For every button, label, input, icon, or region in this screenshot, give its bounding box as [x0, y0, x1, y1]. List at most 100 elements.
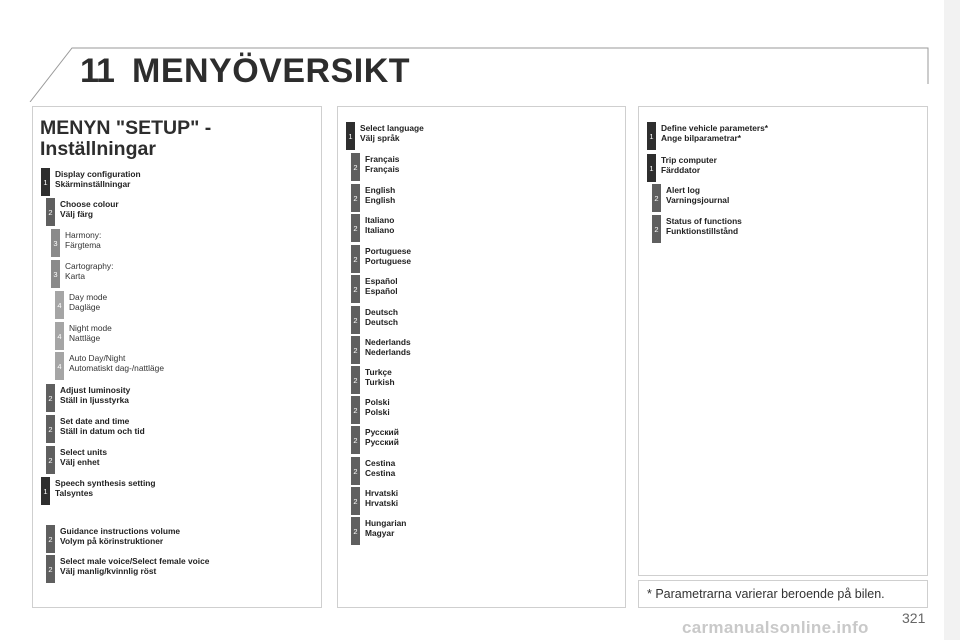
menu-item-label-en: Auto Day/Night: [69, 353, 126, 363]
level-badge: 3: [51, 229, 60, 257]
level-badge: 2: [46, 525, 55, 553]
menu-item-label-sv: Välj färg: [60, 209, 94, 219]
menu-item-label-sv: Español: [365, 286, 398, 296]
page-number: 321: [902, 610, 926, 626]
menu-item-label-sv: Deutsch: [365, 317, 399, 327]
watermark-text: carmanualsonline.info: [682, 618, 869, 637]
menu-item-label-en: Cestina: [365, 458, 396, 468]
panel-setup-display: [32, 106, 322, 608]
menu-item-label-sv: Cestina: [365, 468, 396, 478]
menu-item-label-en: Display configuration: [55, 169, 141, 179]
menu-item-label-en: Trip computer: [661, 155, 717, 165]
menu-item-text: Harmony:Färgtema: [65, 230, 101, 250]
menu-item-label-sv: Magyar: [365, 528, 395, 538]
menu-item-label-en: Select units: [60, 447, 108, 457]
menu-item-label-en: Français: [365, 154, 400, 164]
level-badge: 2: [46, 198, 55, 226]
menu-item-label-sv: Italiano: [365, 225, 395, 235]
menu-item-label-en: Portuguese: [365, 246, 412, 256]
menu-item-text: Cartography:Karta: [65, 261, 113, 281]
level-badge: 2: [652, 215, 661, 243]
menu-item-label-sv: Français: [365, 164, 400, 174]
menu-item-label-sv: Funktionstillstånd: [666, 226, 739, 236]
panel-language: [337, 106, 626, 608]
level-badge: 2: [351, 275, 360, 303]
level-badge: 2: [46, 384, 55, 412]
menu-item-label-en: Adjust luminosity: [60, 385, 131, 395]
level-badge: 4: [55, 352, 64, 380]
menu-item-label-en: Harmony:: [65, 230, 102, 240]
menu-item-label-sv: Karta: [65, 271, 86, 281]
header-band: [29, 47, 929, 102]
menu-item-label-en: Русский: [365, 427, 399, 437]
menu-item-label-en: Alert log: [666, 185, 700, 195]
level-badge: 4: [55, 322, 64, 350]
menu-item-label-sv: Talsyntes: [55, 488, 94, 498]
level-badge: 2: [351, 366, 360, 394]
level-badge: 2: [46, 555, 55, 583]
menu-item-label-sv: Dagläge: [69, 302, 101, 312]
level-badge: 2: [351, 426, 360, 454]
section-title-line1: MENYN "SETUP" -: [40, 117, 212, 139]
level-badge: 2: [351, 306, 360, 334]
menu-item-label-en: Set date and time: [60, 416, 130, 426]
level-badge: 1: [647, 154, 656, 182]
level-badge: 2: [351, 487, 360, 515]
menu-item-label-en: Guidance instructions volume: [60, 526, 181, 536]
menu-item-label-en: Select language: [360, 123, 424, 133]
menu-item-label-sv: Ställ in ljusstyrka: [60, 395, 129, 405]
level-badge: 1: [41, 168, 50, 196]
menu-item-label-sv: Portuguese: [365, 256, 412, 266]
menu-item-label-en: Define vehicle parameters*: [661, 123, 769, 133]
level-badge: 2: [351, 457, 360, 485]
menu-item-label-sv: Nederlands: [365, 347, 411, 357]
menu-item-label-en: Speech synthesis setting: [55, 478, 156, 488]
level-badge: 2: [351, 245, 360, 273]
menu-item-label-sv: English: [365, 195, 396, 205]
menu-item-label-sv: Skärminställningar: [55, 179, 131, 189]
menu-item-label-en: Status of functions: [666, 216, 742, 226]
level-badge: 2: [46, 446, 55, 474]
menu-item-label-en: Nederlands: [365, 337, 411, 347]
panel-vehicle: [638, 106, 928, 576]
level-badge: 2: [46, 415, 55, 443]
level-badge: 2: [351, 517, 360, 545]
level-badge: 3: [51, 260, 60, 288]
menu-item-label-en: Italiano: [365, 215, 395, 225]
menu-item-label-en: Hrvatski: [365, 488, 399, 498]
menu-item-label-sv: Ställ in datum och tid: [60, 426, 145, 436]
menu-item-label-sv: Turkish: [365, 377, 395, 387]
menu-item-label-en: Choose colour: [60, 199, 119, 209]
menu-item-label-sv: Volym på körinstruktioner: [60, 536, 164, 546]
menu-item-label-sv: Färgtema: [65, 240, 101, 250]
menu-item-label-sv: Hrvatski: [365, 498, 399, 508]
level-badge: 2: [351, 184, 360, 212]
menu-item-label-en: English: [365, 185, 396, 195]
menu-item-label-en: Day mode: [69, 292, 108, 302]
menu-item-label-sv: Färddator: [661, 165, 701, 175]
level-badge: 2: [351, 336, 360, 364]
menu-item-label-sv: Русский: [365, 437, 399, 447]
menu-item-label-sv: Automatiskt dag-/nattläge: [69, 363, 164, 373]
